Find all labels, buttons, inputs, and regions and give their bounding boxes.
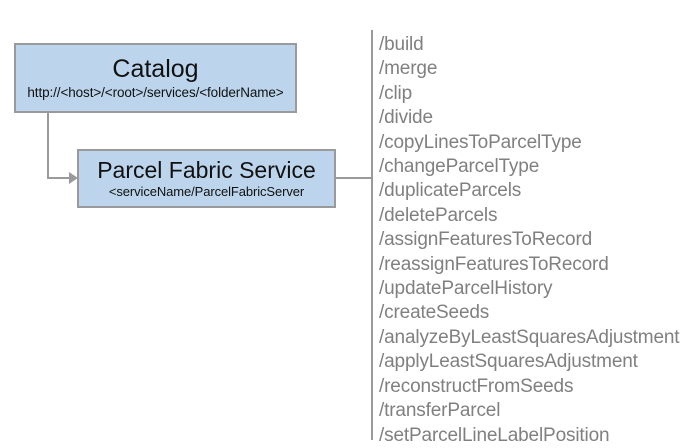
operation-item: /merge	[379, 58, 438, 80]
operation-item: /transferParcel	[379, 400, 501, 422]
arrowhead-icon	[69, 172, 78, 184]
operation-item: /applyLeastSquaresAdjustment	[379, 351, 638, 373]
operation-item: /assignFeaturesToRecord	[379, 229, 593, 251]
operation-item: /reassignFeaturesToRecord	[379, 253, 609, 275]
operation-item: /build	[379, 34, 424, 55]
operation-item: /reconstructFromSeeds	[379, 375, 574, 397]
parcel-fabric-service-node-title: Parcel Fabric Service	[97, 157, 316, 184]
operation-item: /copyLinesToParcelType	[379, 131, 582, 153]
operation-item: /createSeeds	[379, 302, 490, 324]
operation-item: /analyzeByLeastSquaresAdjustment	[379, 326, 680, 348]
operation-item: /updateParcelHistory	[379, 278, 553, 300]
operation-item: /deleteParcels	[379, 204, 498, 226]
catalog-node: Catalog http://<host>/<root>/services/<f…	[14, 43, 297, 113]
parcel-fabric-service-node-path: <serviceName/ParcelFabricServer	[108, 184, 305, 200]
parcel-fabric-service-node: Parcel Fabric Service <serviceName/Parce…	[77, 149, 336, 208]
connector-service-to-operations	[336, 177, 373, 179]
operation-item: /setParcelLineLabelPosition	[379, 424, 610, 446]
operations-list: /build/merge/clip/divide/copyLinesToParc…	[379, 33, 684, 448]
operation-item: /divide	[379, 107, 433, 129]
operation-item: /duplicateParcels	[379, 180, 522, 202]
connector-catalog-horizontal-segment	[47, 177, 70, 179]
connector-catalog-vertical-segment	[47, 112, 49, 179]
operation-item: /clip	[379, 82, 413, 104]
operations-divider-line	[371, 30, 373, 440]
catalog-node-title: Catalog	[112, 54, 199, 83]
catalog-node-url: http://<host>/<root>/services/<folderNam…	[27, 85, 284, 101]
operation-item: /changeParcelType	[379, 156, 540, 178]
